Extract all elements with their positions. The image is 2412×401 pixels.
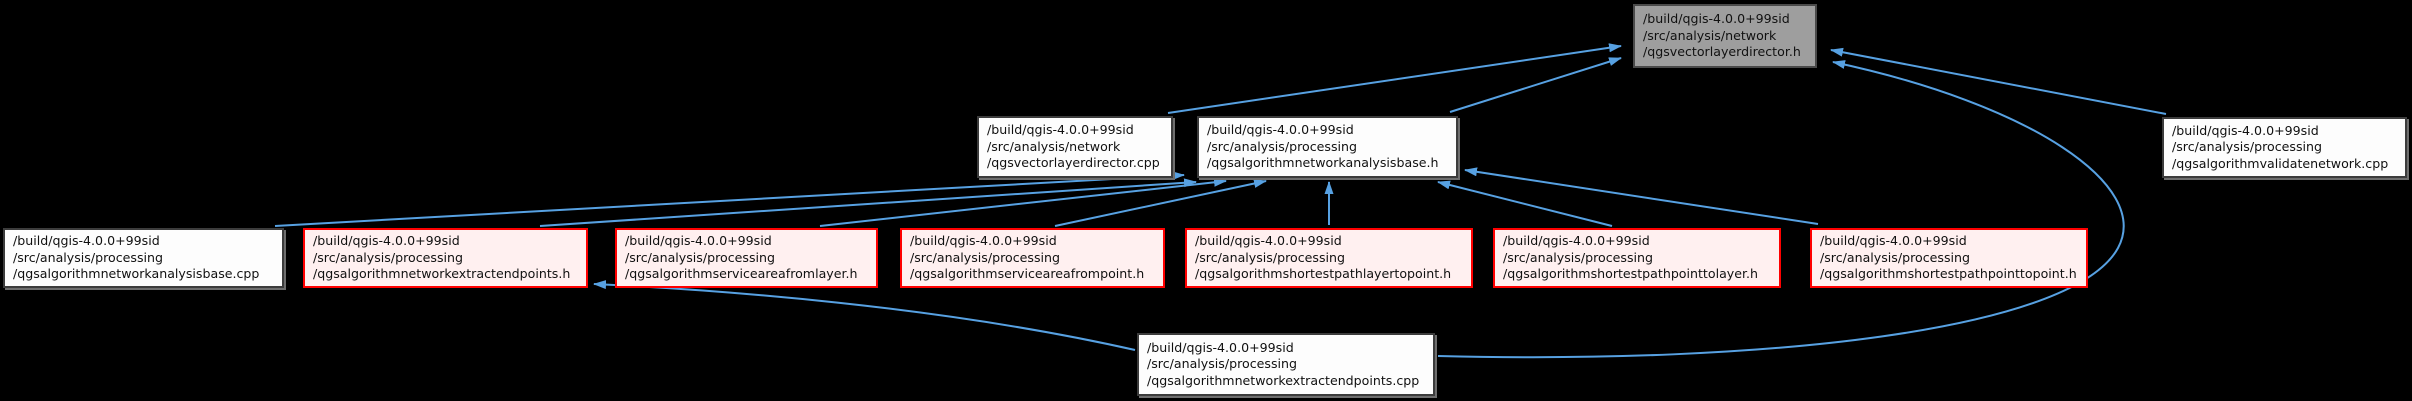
node-qgsalgorithmshortestpathpointtolayer-h[interactable]: /build/qgis-4.0.0+99sid /src/analysis/pr… bbox=[1493, 228, 1781, 288]
edge-shortestpathpointtopointh-to-analysisbaseh bbox=[1464, 167, 1819, 225]
node-qgsalgorithmserviceareafromlayer-h[interactable]: /build/qgis-4.0.0+99sid /src/analysis/pr… bbox=[615, 228, 878, 288]
edge-analysisbaseh-to-directorh bbox=[1449, 57, 1622, 113]
edge-extractendpointsh-to-analysisbaseh bbox=[539, 178, 1197, 227]
edge-shortestpathpointtolayerh-to-analysisbaseh bbox=[1437, 180, 1613, 227]
node-qgsvectorlayerdirector-cpp[interactable]: /build/qgis-4.0.0+99sid /src/analysis/ne… bbox=[977, 116, 1173, 178]
edge-directorcpp-to-directorh bbox=[1167, 43, 1622, 114]
edge-serviceareafromlayerh-to-analysisbaseh bbox=[819, 177, 1227, 227]
node-qgsalgorithmnetworkanalysisbase-cpp[interactable]: /build/qgis-4.0.0+99sid /src/analysis/pr… bbox=[3, 228, 284, 288]
edge-analysisbasecpp-to-analysisbaseh bbox=[274, 171, 1185, 227]
node-qgsalgorithmnetworkanalysisbase-h[interactable]: /build/qgis-4.0.0+99sid /src/analysis/pr… bbox=[1197, 116, 1458, 178]
node-qgsalgorithmserviceareafrompoint-h[interactable]: /build/qgis-4.0.0+99sid /src/analysis/pr… bbox=[900, 228, 1165, 288]
edge-validatenetworkcpp-to-directorh bbox=[1830, 47, 2167, 115]
node-qgsalgorithmnetworkextractendpoints-cpp[interactable]: /build/qgis-4.0.0+99sid /src/analysis/pr… bbox=[1137, 333, 1435, 396]
edge-extractendpointscpp-to-extractendpointsh bbox=[593, 280, 1136, 351]
node-qgsalgorithmvalidatenetwork-cpp[interactable]: /build/qgis-4.0.0+99sid /src/analysis/pr… bbox=[2162, 117, 2407, 178]
node-qgsalgorithmshortestpathpointtopoint-h[interactable]: /build/qgis-4.0.0+99sid /src/analysis/pr… bbox=[1810, 228, 2088, 288]
node-qgsvectorlayerdirector-h[interactable]: /build/qgis-4.0.0+99sid /src/analysis/ne… bbox=[1633, 4, 1817, 68]
edge-extractendpointscpp-to-directorh bbox=[1437, 60, 2125, 359]
edge-serviceareafrompointh-to-analysisbaseh bbox=[1054, 179, 1267, 227]
node-qgsalgorithmnetworkextractendpoints-h[interactable]: /build/qgis-4.0.0+99sid /src/analysis/pr… bbox=[303, 228, 588, 288]
node-qgsalgorithmshortestpathlayertopoint-h[interactable]: /build/qgis-4.0.0+99sid /src/analysis/pr… bbox=[1185, 228, 1473, 288]
